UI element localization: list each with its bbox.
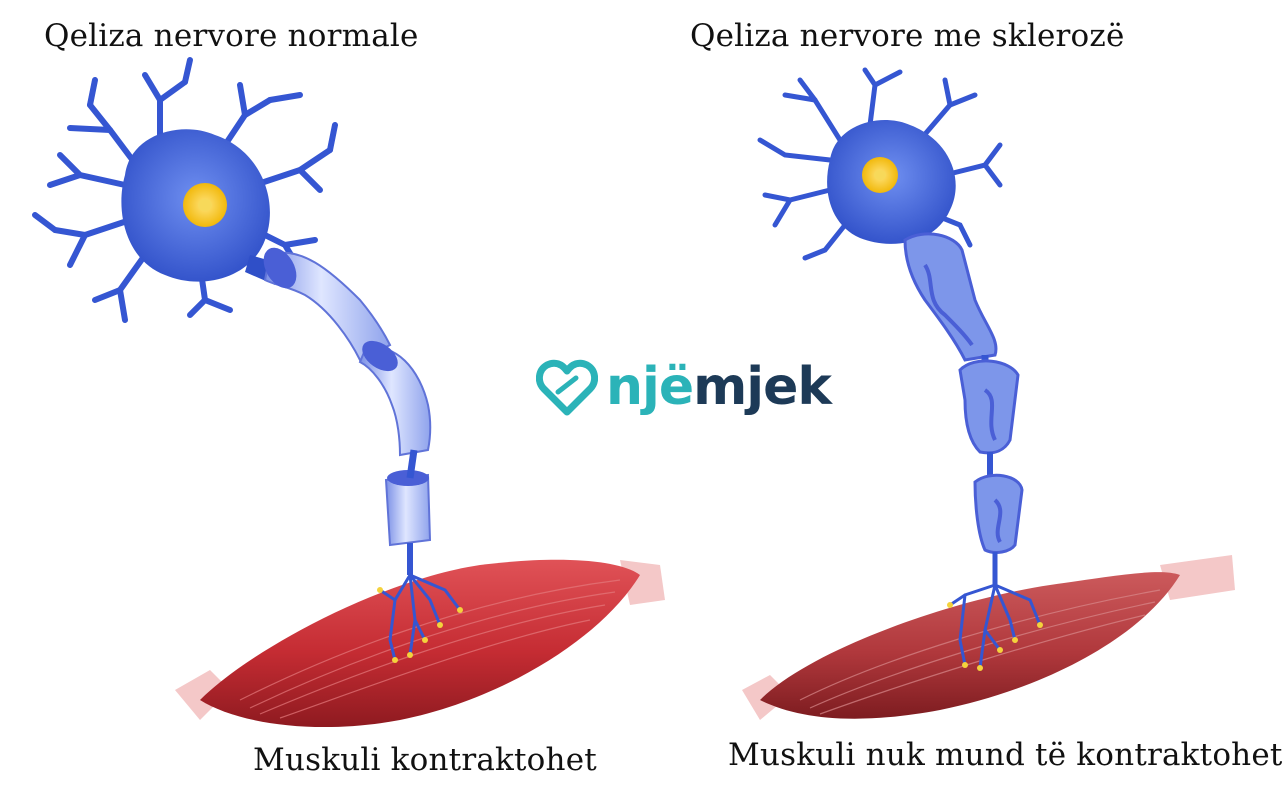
caption-muscle-cannot-contract: Muskuli nuk mund të kontraktohet <box>728 737 1283 773</box>
caption-muscle-contracts: Muskuli kontraktohet <box>253 742 597 778</box>
muscle-left <box>175 559 665 728</box>
muscle-right <box>742 555 1235 720</box>
title-normal-nerve-cell: Qeliza nervore normale <box>44 18 419 54</box>
logo-text-nje: një <box>606 357 694 417</box>
normal-neuron <box>32 57 432 575</box>
logo-text-mjek: mjek <box>693 357 832 417</box>
heart-logo-icon <box>536 359 598 416</box>
sclerosis-neuron <box>757 67 1024 585</box>
title-sclerosis-nerve-cell: Qeliza nervore me sklerozë <box>690 18 1125 54</box>
